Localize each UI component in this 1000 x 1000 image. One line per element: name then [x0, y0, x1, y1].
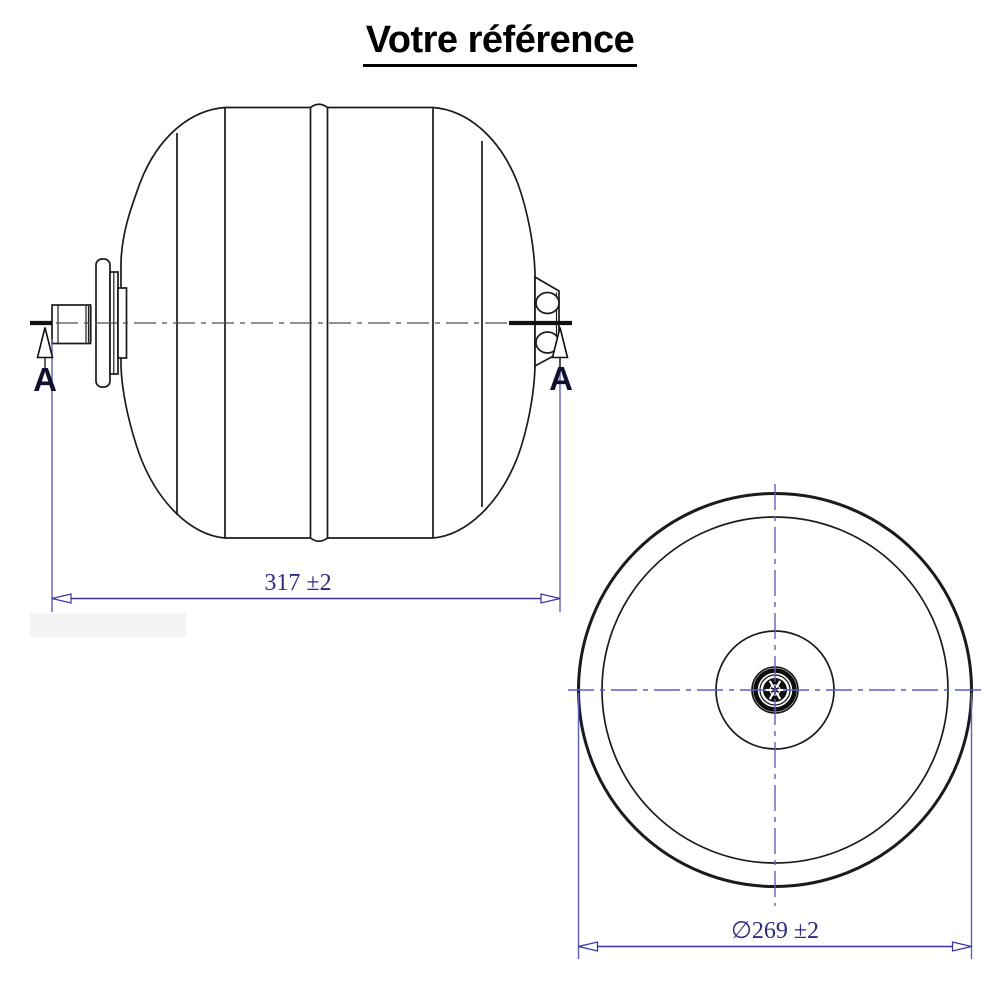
- dimension-arrowhead-right: [951, 941, 972, 952]
- scan-artifact: [30, 613, 186, 637]
- valve-spokes-icon: [764, 680, 786, 700]
- page-title-text: Votre référence: [362, 19, 638, 67]
- diameter-dimension-label: ∅269 ±2: [731, 918, 819, 944]
- section-indicator-right: A: [549, 327, 573, 397]
- section-arrow-icon: [36, 327, 54, 359]
- section-label-a: A: [549, 360, 573, 397]
- valve-center-ring: [769, 684, 781, 696]
- bracket-hole: [535, 291, 560, 315]
- dimension-arrowhead-left: [51, 593, 72, 604]
- page-title: Votre référence: [0, 19, 1000, 67]
- dimension-arrowhead-left: [578, 941, 599, 952]
- side-view: A A 317 ±2: [30, 103, 573, 612]
- section-arrow-icon: [551, 327, 569, 359]
- diameter-dimension: ∅269 ±2: [577, 693, 973, 959]
- section-indicator-left: A: [33, 327, 57, 398]
- length-dimension-label: 317 ±2: [264, 570, 331, 596]
- dimension-arrowhead-right: [540, 593, 561, 604]
- front-view: ∅269 ±2: [568, 484, 982, 959]
- section-label-a: A: [33, 361, 57, 398]
- length-dimension: 317 ±2: [51, 570, 561, 604]
